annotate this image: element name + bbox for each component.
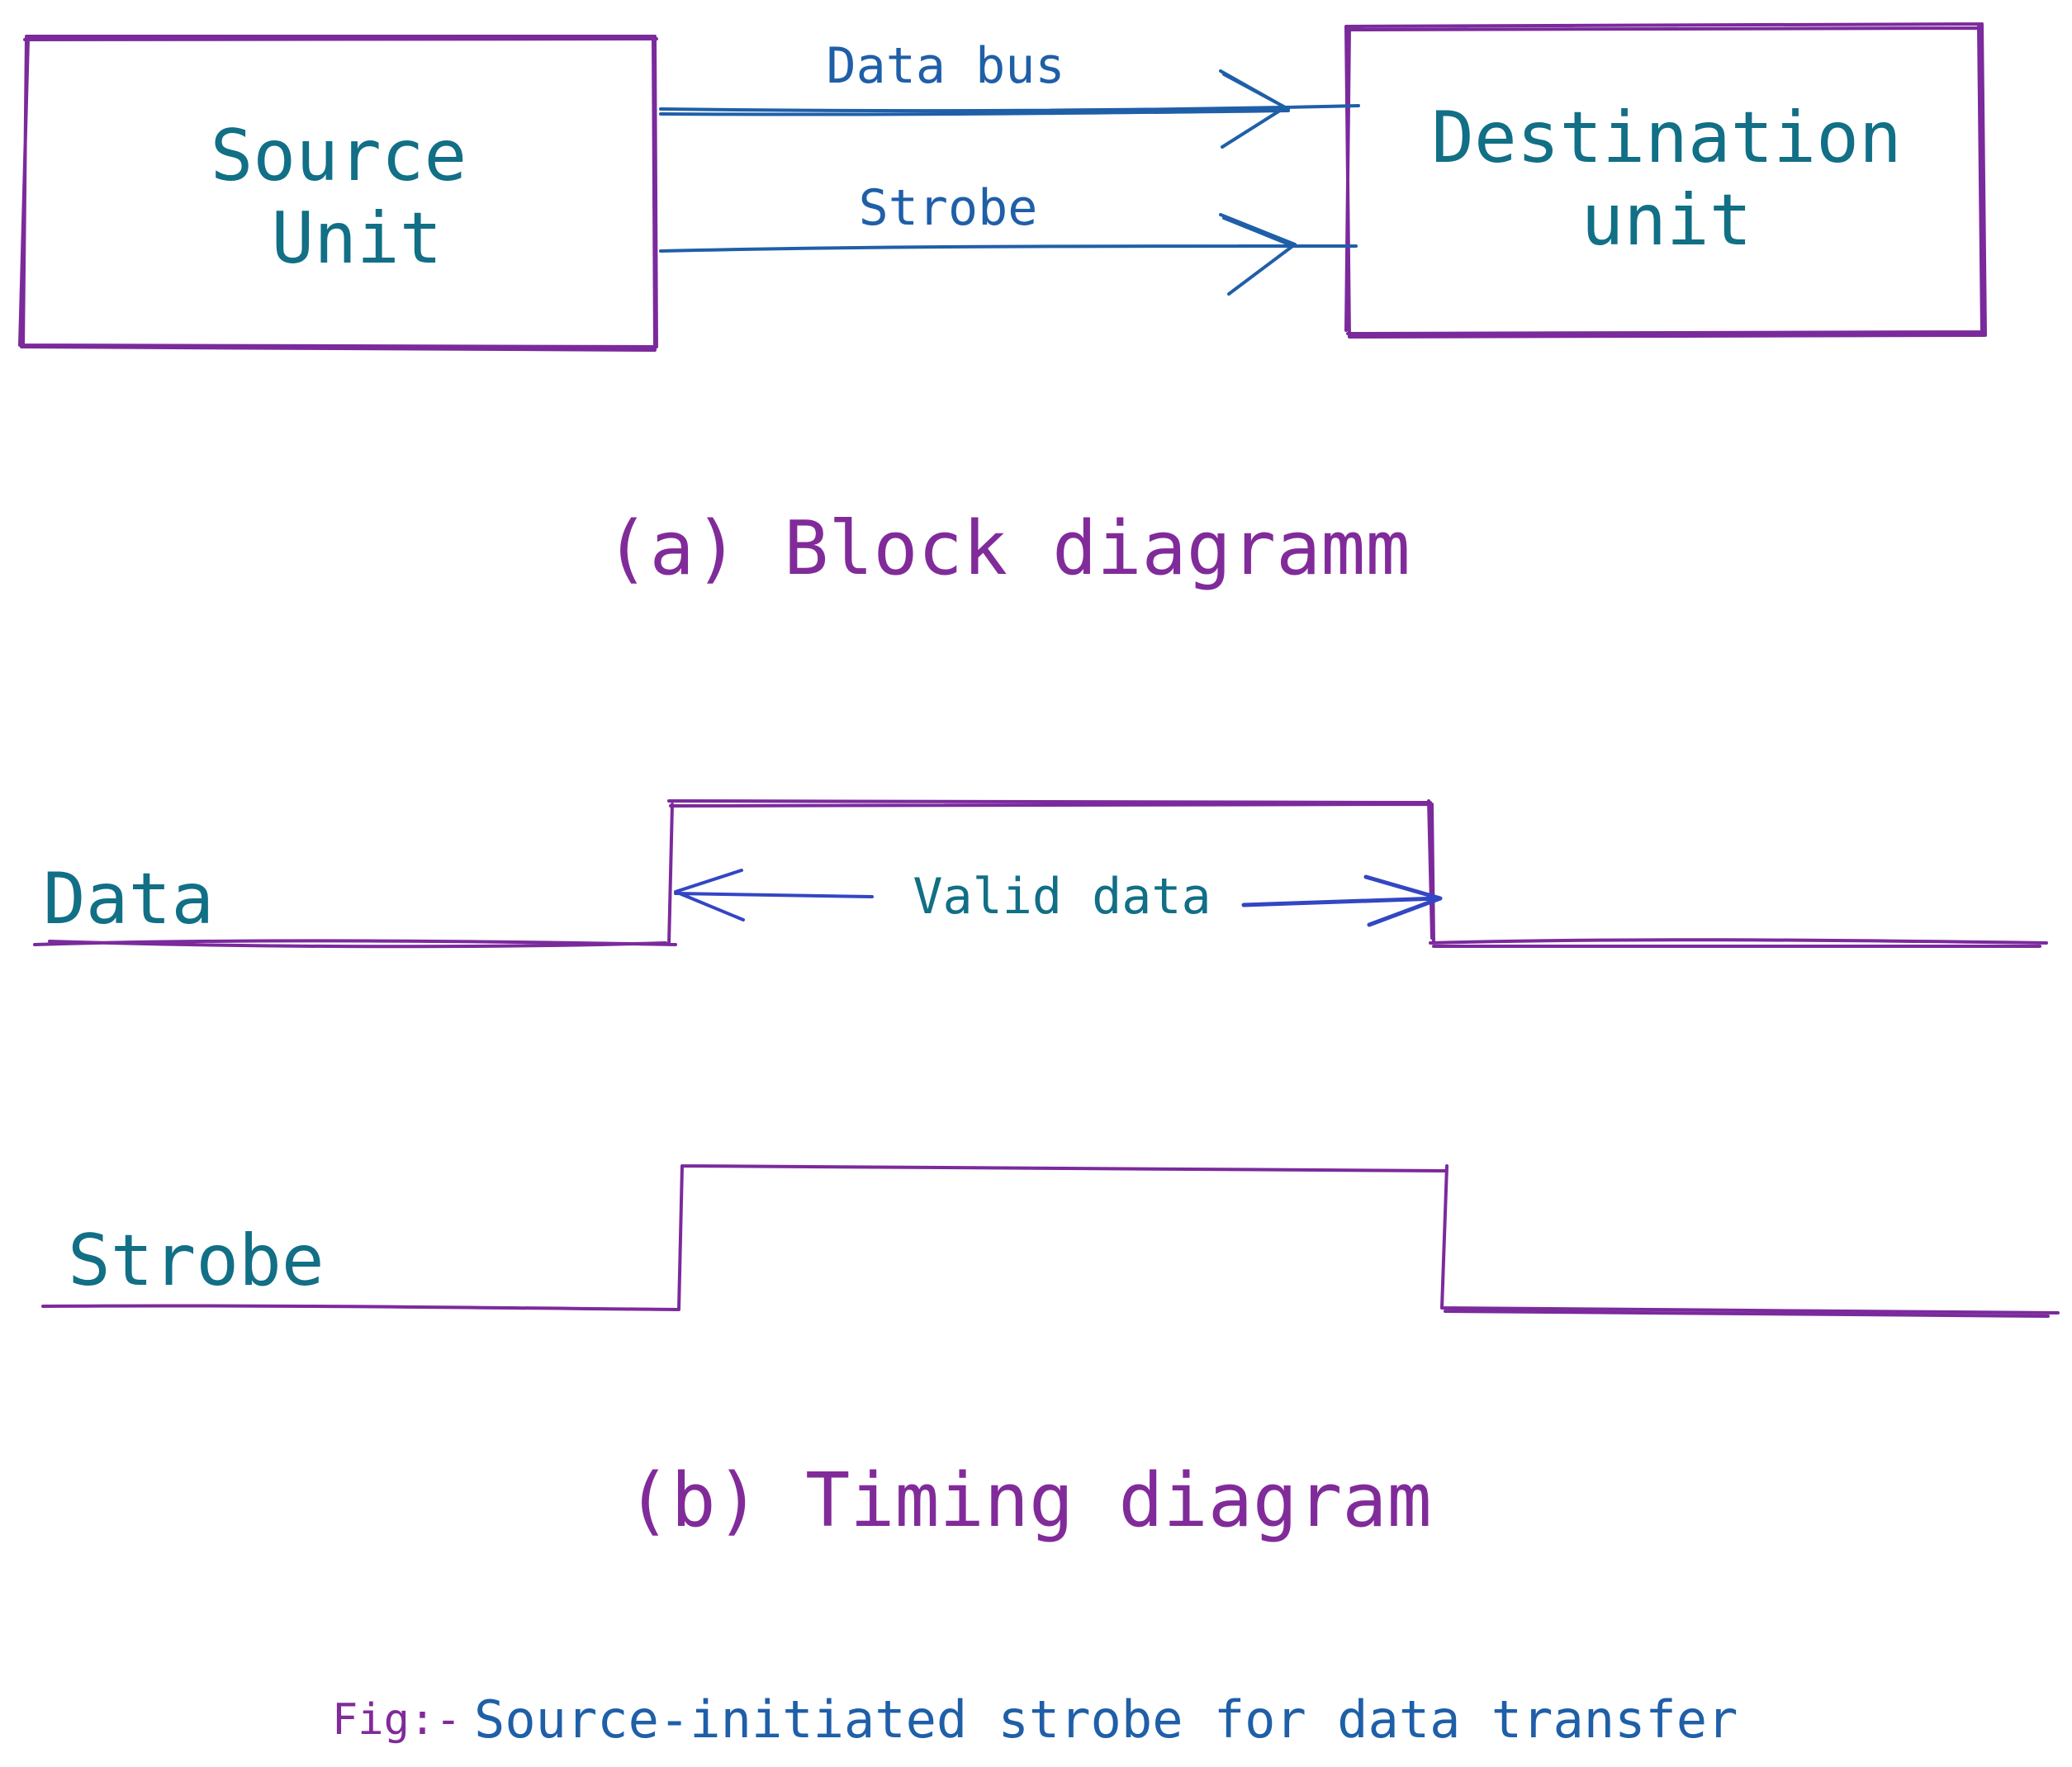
timing-diagram: Data Valid data Strobe (b) Timing diagra…	[33, 799, 2060, 1544]
source-unit-box: Source Unit	[18, 35, 658, 352]
destination-unit-label-line1: Destination	[1431, 97, 1902, 179]
block-diagram-caption: (a) Block diagramm	[605, 505, 1410, 592]
valid-data-label: Valid data	[913, 868, 1211, 926]
destination-unit-label-line2: unit	[1581, 179, 1752, 262]
data-signal-label: Data	[43, 858, 214, 940]
block-diagram: Source Unit Destination unit Data bus St…	[18, 22, 1987, 592]
data-bus-label: Data bus	[827, 37, 1065, 95]
data-waveform	[33, 799, 2048, 949]
data-bus-arrow: Data bus	[659, 37, 1360, 149]
strobe-signal-label: Strobe	[68, 1220, 325, 1302]
figure-caption: Fig:- Source-initiated strobe for data t…	[332, 1689, 1738, 1750]
figure-caption-prefix: Fig:-	[332, 1695, 462, 1745]
valid-data-arrow: Valid data	[674, 868, 1443, 927]
destination-unit-box: Destination unit	[1344, 22, 1987, 339]
timing-diagram-caption: (b) Timing diagram	[626, 1457, 1431, 1544]
strobe-wire-label: Strobe	[859, 179, 1038, 237]
figure-caption-text: Source-initiated strobe for data transfe…	[474, 1689, 1738, 1750]
strobe-arrow: Strobe	[659, 179, 1358, 296]
source-unit-label-line2: Unit	[271, 197, 442, 280]
source-unit-label-line1: Source	[211, 115, 467, 197]
strobe-waveform	[41, 1164, 2060, 1318]
